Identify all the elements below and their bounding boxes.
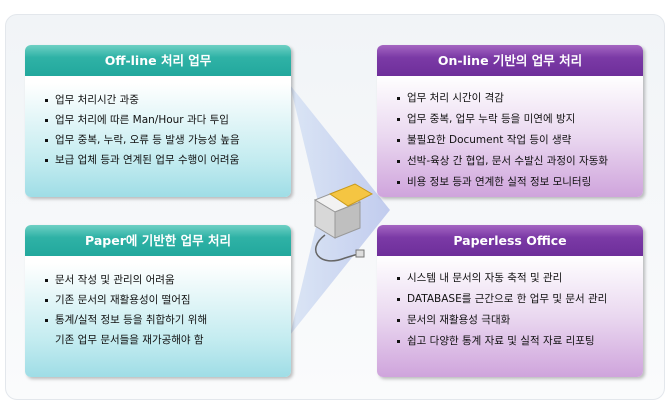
list-item: 업무 처리시간 과중 [45,90,291,110]
item-list: 업무 처리 시간이 격감 업무 중복, 업무 누락 등을 미연에 방지 불필요한… [377,76,643,193]
list-item: 문서 작성 및 관리의 어려움 [45,270,291,290]
document-package-icon [313,183,374,262]
list-item: 통계/실적 정보 등을 취합하기 위해 [45,310,291,330]
list-item: 문서의 재활용성 극대화 [397,310,643,331]
list-item: 시스템 내 문서의 자동 축적 및 관리 [397,268,643,289]
item-list: 문서 작성 및 관리의 어려움 기존 문서의 재활용성이 떨어짐 통계/실적 정… [25,256,291,350]
item-list: 업무 처리시간 과중 업무 처리에 따른 Man/Hour 과다 투입 업무 중… [25,76,291,170]
panel-title: Off-line 처리 업무 [25,45,291,76]
paperless-office-panel: Paperless Office 시스템 내 문서의 자동 축적 및 관리 DA… [377,225,643,377]
list-item: 업무 중복, 누락, 오류 등 발생 가능성 높음 [45,130,291,150]
panel-title: Paperless Office [377,225,643,256]
list-item: 기존 문서의 재활용성이 떨어짐 [45,290,291,310]
list-item: DATABASE를 근간으로 한 업무 및 문서 관리 [397,289,643,310]
list-item: 쉽고 다양한 통계 자료 및 실적 자료 리포팅 [397,331,643,352]
offline-processing-panel: Off-line 처리 업무 업무 처리시간 과중 업무 처리에 따른 Man/… [25,45,291,197]
list-item: 업무 중복, 업무 누락 등을 미연에 방지 [397,109,643,130]
online-processing-panel: On-line 기반의 업무 처리 업무 처리 시간이 격감 업무 중복, 업무… [377,45,643,197]
list-item: 보급 업체 등과 연계된 업무 수행이 어려움 [45,150,291,170]
list-item: 불필요한 Document 작업 등이 생략 [397,130,643,151]
panel-title: Paper에 기반한 업무 처리 [25,225,291,256]
list-item: 선박-육상 간 협업, 문서 수발신 과정이 자동화 [397,151,643,172]
list-item-continuation: 기존 업무 문서들을 재가공해야 함 [55,334,204,346]
list-item: 업무 처리 시간이 격감 [397,88,643,109]
paper-based-panel: Paper에 기반한 업무 처리 문서 작성 및 관리의 어려움 기존 문서의 … [25,225,291,377]
item-list: 시스템 내 문서의 자동 축적 및 관리 DATABASE를 근간으로 한 업무… [377,256,643,352]
list-item: 업무 처리에 따른 Man/Hour 과다 투입 [45,110,291,130]
list-item: 비용 정보 등과 연계한 실적 정보 모니터링 [397,172,643,193]
panel-title: On-line 기반의 업무 처리 [377,45,643,76]
